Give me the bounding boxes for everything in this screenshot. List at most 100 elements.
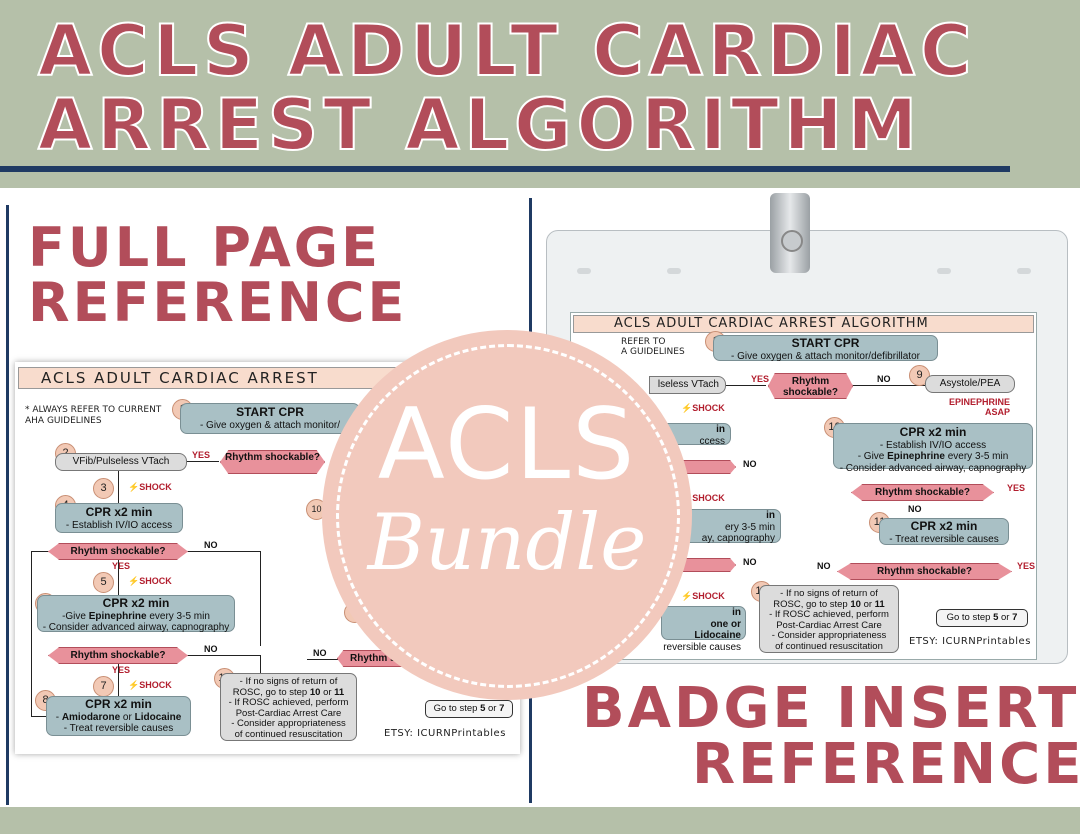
cpr-8-or: or xyxy=(120,711,135,723)
badge-s12-ten: 10 xyxy=(850,598,861,610)
step-3-badge: 3 xyxy=(93,478,114,499)
bundle-acls-text: ACLS xyxy=(377,388,637,502)
badge-insert: ACLS ADULT CARDIAC ARREST ALGORITHM REFE… xyxy=(570,312,1037,660)
yes-label-2: YES xyxy=(112,561,131,571)
shock-label-1: ⚡SHOCK xyxy=(128,482,172,492)
slot-hole-1 xyxy=(577,268,591,274)
vfib-box: VFib/Pulseless VTach xyxy=(55,453,187,471)
no-line-2 xyxy=(188,551,260,552)
s12-line-3: - If ROSC achieved, perform xyxy=(228,697,349,708)
step-12-box: - If no signs of return of ROSC, go to s… xyxy=(220,673,357,741)
badge-rhythm-1b: shockable? xyxy=(782,387,839,398)
badge-shock-text-2: SHOCK xyxy=(692,493,725,503)
cpr-6-text-a: -Give xyxy=(62,610,89,622)
etsy-label: ETSY: ICURNPrintables xyxy=(384,728,506,739)
no-line-4 xyxy=(307,659,339,660)
badge-s12-5: - Consider appropriateness xyxy=(771,630,887,641)
start-cpr-label: START CPR xyxy=(236,405,304,419)
cpr-4-sub: - Establish IV/IO access xyxy=(65,519,173,531)
s12-line-1: - If no signs of return of xyxy=(239,676,338,687)
badge-lidocaine: Lidocaine xyxy=(694,630,741,641)
footer-band xyxy=(0,807,1080,834)
slot-hole-2 xyxy=(667,268,681,274)
badge-frag-1: in xyxy=(716,424,725,435)
badge-cpr-10-label: CPR x2 min xyxy=(899,425,967,439)
lidocaine-text: Lidocaine xyxy=(134,711,182,723)
no-label-4: NO xyxy=(313,648,327,658)
badge-epi-b: ASAP xyxy=(985,407,1011,417)
cpr-6-line-2: - Consider advanced airway, capnography xyxy=(42,622,230,634)
badge-cpr-10-l3: - Consider advanced airway, capnography xyxy=(839,462,1027,474)
badge-s12-1: - If no signs of return of xyxy=(780,588,878,599)
step-5-badge: 5 xyxy=(93,572,114,593)
arrow-to-12 xyxy=(260,655,261,673)
badge-start-sub: - Give oxygen & attach monitor/defibrill… xyxy=(731,350,920,362)
badge-shock-1: ⚡SHOCK xyxy=(681,403,725,413)
badge-no-5: NO xyxy=(743,557,757,567)
badge-step-12-box: - If no signs of return of ROSC, go to s… xyxy=(759,585,899,653)
badge-frag-6: in xyxy=(732,607,741,618)
badge-s12-eleven: 11 xyxy=(874,598,885,610)
bundle-circle: ACLS Bundle xyxy=(322,330,692,700)
badge-clip-rivet xyxy=(781,230,803,252)
no-line-2-down xyxy=(260,551,261,646)
badge-heading-1: BADGE INSERT xyxy=(582,676,1080,741)
badge-rhythm-2: Rhythm shockable? xyxy=(851,484,994,501)
badge-epinephrine: Epinephrine xyxy=(887,451,945,463)
s12-line-6: of continued resuscitation xyxy=(234,728,343,740)
cpr-6-text-b: every 3-5 min xyxy=(146,610,210,622)
badge-cpr-10-l1: - Establish IV/IO access xyxy=(879,439,987,451)
badge-s12-or: or xyxy=(860,598,875,610)
badge-etsy-label: ETSY: ICURNPrintables xyxy=(909,636,1031,647)
goto-five: 5 xyxy=(480,703,486,714)
badge-goto-seven: 7 xyxy=(1012,612,1018,623)
loop-line-left xyxy=(31,551,32,716)
badge-s12-3: - If ROSC achieved, perform xyxy=(769,609,889,620)
badge-yes-line xyxy=(726,385,766,386)
shock-text-1: SHOCK xyxy=(139,482,172,492)
badge-yes-1: YES xyxy=(751,374,770,384)
bundle-circle-dashed-ring xyxy=(336,344,680,688)
badge-cpr-10: CPR x2 min - Establish IV/IO access - Gi… xyxy=(833,423,1033,474)
rhythm-hex-2: Rhythm shockable? xyxy=(48,543,188,560)
cpr-4-label: CPR x2 min xyxy=(85,505,153,519)
cpr-6-label: CPR x2 min xyxy=(102,596,170,610)
title-underline xyxy=(0,166,1010,172)
yes-label-3: YES xyxy=(112,665,131,675)
badge-rhythm-3: Rhythm shockable? xyxy=(837,563,1012,580)
left-rule xyxy=(6,205,9,805)
rhythm-hex-1: Rhythm shockable? xyxy=(220,450,325,474)
badge-shock-text-3: SHOCK xyxy=(692,591,725,601)
badge-no-line xyxy=(853,385,925,386)
shock-text-2: SHOCK xyxy=(139,576,172,586)
badge-c10-2a: - Give xyxy=(857,451,888,463)
badge-no-3: NO xyxy=(817,561,831,571)
goto-or: or xyxy=(485,703,500,714)
arrow-down-3 xyxy=(118,664,119,699)
s12-eleven: 11 xyxy=(334,686,345,698)
badge-epi-a: EPINEPHRINE xyxy=(949,397,1011,407)
badge-s12-2: ROSC, go to step 10 or 11 xyxy=(760,598,898,611)
badge-note-b: A GUIDELINES xyxy=(621,347,685,357)
badge-goto-text: Go to step xyxy=(946,612,994,623)
full-page-heading-1: FULL PAGE xyxy=(28,216,381,279)
badge-rhythm-1a: Rhythm xyxy=(791,376,830,387)
cpr-6-line-1: -Give Epinephrine every 3-5 min xyxy=(38,611,234,623)
badge-frag-5: ay, capnography xyxy=(701,533,775,544)
badge-frag-3: in xyxy=(766,510,775,521)
arrow-down-1 xyxy=(118,471,119,503)
badge-shock-text-1: SHOCK xyxy=(692,403,725,413)
cpr-box-4: CPR x2 min - Establish IV/IO access xyxy=(55,503,183,533)
badge-yes-3: YES xyxy=(1017,561,1036,571)
shock-label-2: ⚡SHOCK xyxy=(128,576,172,586)
s12-or: or xyxy=(320,686,335,698)
s12-line-5: - Consider appropriateness xyxy=(231,718,346,729)
badge-frag-4: ery 3-5 min xyxy=(724,521,775,533)
badge-cpr-10-l2: - Give Epinephrine every 3-5 min xyxy=(834,451,1032,463)
badge-frag-2: ccess xyxy=(699,435,725,447)
goto-text: Go to step xyxy=(433,703,481,714)
s12-line-2: ROSC, go to step 10 or 11 xyxy=(221,686,356,699)
